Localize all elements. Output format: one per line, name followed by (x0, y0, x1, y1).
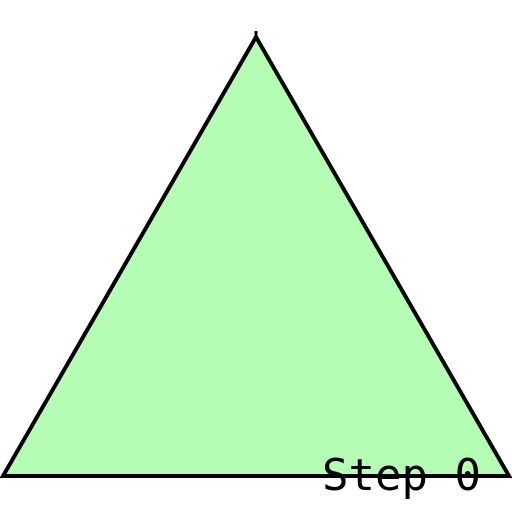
triangle-shape (0, 32, 512, 478)
step-label: Step 0 (322, 450, 481, 501)
